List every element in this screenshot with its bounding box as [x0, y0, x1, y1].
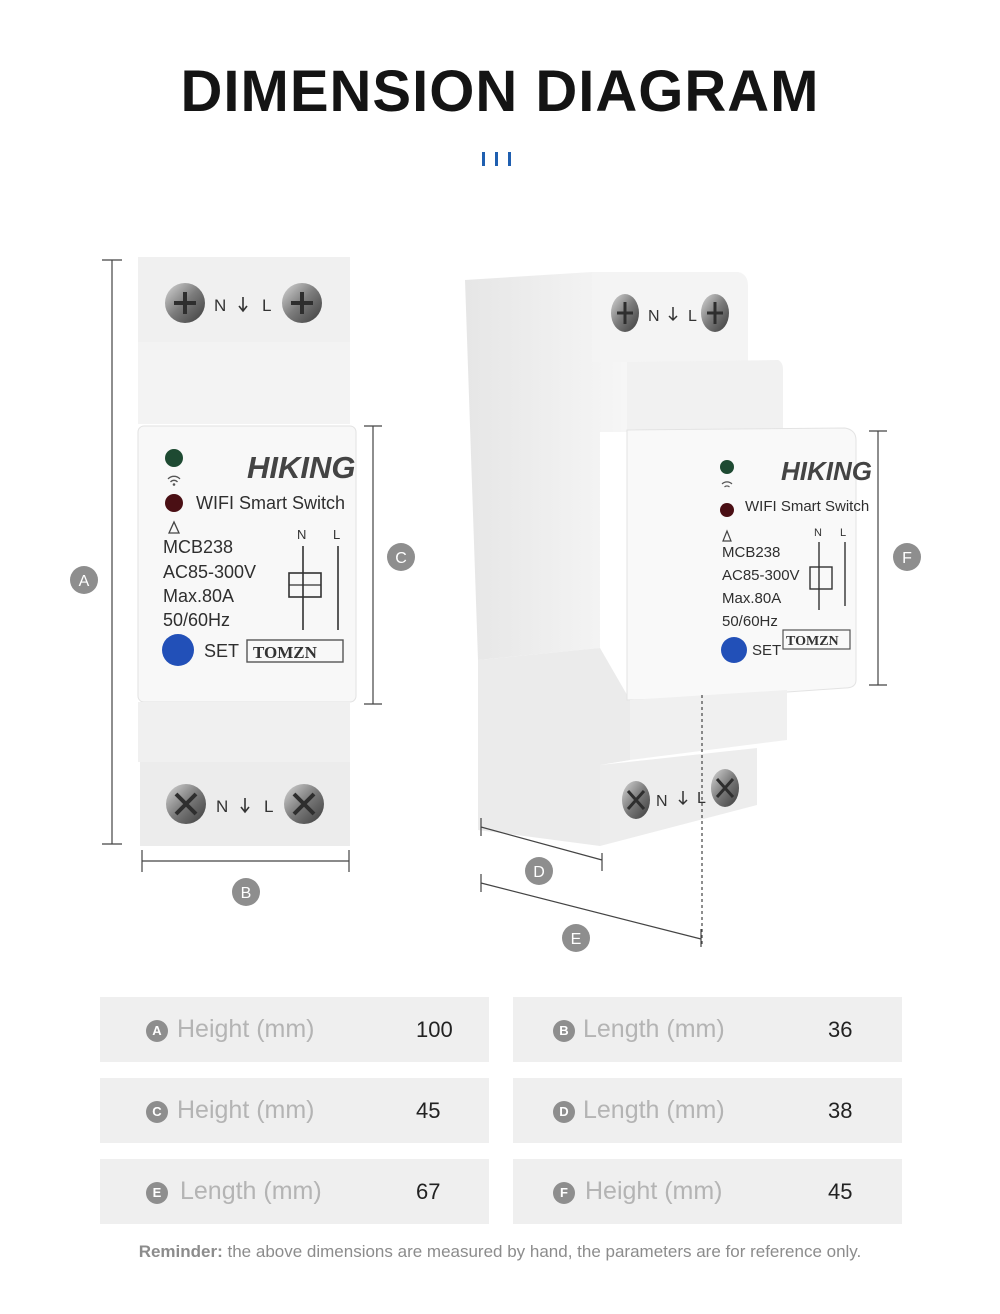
marker-c: C [387, 543, 415, 571]
brand-logo: HIKING [781, 456, 872, 486]
maker-logo: TOMZN [786, 634, 839, 649]
set-button [721, 637, 747, 663]
maker-logo: TOMZN [253, 643, 318, 662]
status-led-green [165, 449, 183, 467]
dimension-key: F [553, 1182, 575, 1204]
marker-b: B [232, 878, 260, 906]
model-label: MCB238 [163, 537, 233, 557]
screw-icon [166, 784, 206, 824]
product-name: WIFI Smart Switch [196, 493, 345, 513]
svg-text:E: E [571, 931, 582, 948]
dimension-value: 100 [416, 1017, 453, 1042]
title-accent [482, 152, 518, 168]
terminal-l-label: L [688, 308, 697, 325]
schematic-l-label: L [333, 527, 340, 542]
terminal-l-label: L [264, 797, 273, 816]
terminal-n-label: N [656, 793, 668, 810]
dimension-value: 36 [828, 1017, 853, 1042]
dimension-line-c [364, 425, 382, 705]
schematic-l-label: L [840, 527, 846, 539]
wifi-icon [167, 475, 181, 483]
screw-icon [711, 769, 739, 807]
dimension-value: 45 [828, 1179, 853, 1204]
terminal-l-label: L [262, 296, 271, 315]
model-label: MCB238 [722, 544, 780, 561]
screw-icon [611, 294, 639, 332]
screw-icon [165, 283, 205, 323]
dimension-label: Height (mm) [177, 1015, 315, 1043]
dimension-label: Height (mm) [585, 1177, 723, 1205]
product-name: WIFI Smart Switch [745, 498, 869, 515]
warning-icon [722, 529, 732, 542]
dimension-row-d: D Length (mm) 38 [513, 1078, 902, 1143]
dimension-line-f [869, 430, 887, 686]
relay-coil-icon [809, 566, 833, 590]
reminder-text: the above dimensions are measured by han… [222, 1242, 862, 1261]
dimension-label: Length (mm) [583, 1096, 725, 1124]
status-led-green [720, 460, 734, 474]
dimension-row-f: F Height (mm) 45 [513, 1159, 902, 1224]
terminal-n-label: N [216, 797, 228, 816]
voltage-label: AC85-300V [163, 562, 256, 582]
dimension-value: 45 [416, 1098, 441, 1123]
schematic-n-label: N [814, 527, 822, 539]
reminder-note: Reminder: the above dimensions are measu… [0, 1242, 1000, 1262]
svg-text:A: A [79, 573, 90, 590]
marker-f: F [893, 543, 921, 571]
front-view-device: N L N L HIKING WIFI Smart Switch MCB238 … [137, 257, 357, 846]
brand-logo: HIKING [247, 450, 356, 485]
frequency-label: 50/60Hz [722, 613, 778, 630]
dimension-row-b: B Length (mm) 36 [513, 997, 902, 1062]
dimension-line-e [480, 874, 702, 947]
dimension-line-a [102, 259, 122, 845]
dimension-line-b [141, 850, 350, 872]
svg-text:D: D [533, 864, 545, 881]
dimension-row-c: C Height (mm) 45 [100, 1078, 489, 1143]
dimension-key: D [553, 1101, 575, 1123]
schematic-n-label: N [297, 527, 306, 542]
current-label: Max.80A [722, 590, 781, 607]
terminal-n-label: N [214, 296, 226, 315]
set-label: SET [204, 641, 239, 661]
reminder-label: Reminder: [138, 1242, 223, 1261]
screw-icon [284, 784, 324, 824]
marker-a: A [70, 566, 98, 594]
svg-text:F: F [902, 550, 912, 567]
status-led-red [165, 494, 183, 512]
warning-icon [167, 520, 181, 534]
dimension-key: E [146, 1182, 168, 1204]
dimension-label: Length (mm) [583, 1015, 725, 1043]
dimension-line-d [480, 818, 603, 871]
dimension-row-a: A Height (mm) 100 [100, 997, 489, 1062]
dimension-key: C [146, 1101, 168, 1123]
screw-icon [701, 294, 729, 332]
dimension-diagram: N L N L HIKING WIFI Smart Switch MCB238 … [70, 257, 921, 952]
terminal-n-label: N [648, 308, 660, 325]
frequency-label: 50/60Hz [163, 610, 230, 630]
voltage-label: AC85-300V [722, 567, 800, 584]
side-view-device: N L N L HIKING WIFI Smart Switch MCB238 … [465, 272, 872, 846]
dimension-key: B [553, 1020, 575, 1042]
status-led-red [720, 503, 734, 517]
svg-text:B: B [241, 885, 252, 902]
dimension-label: Length (mm) [180, 1177, 322, 1205]
page-title: DIMENSION DIAGRAM [180, 59, 820, 124]
dimension-lines [102, 259, 887, 947]
svg-text:C: C [395, 550, 407, 567]
set-button [162, 634, 194, 666]
dimension-markers: A B C D E F [70, 543, 921, 952]
dimension-value: 38 [828, 1098, 853, 1123]
set-label: SET [752, 642, 781, 659]
dimension-row-e: E Length (mm) 67 [100, 1159, 489, 1224]
dimension-key: A [146, 1020, 168, 1042]
marker-d: D [525, 857, 553, 885]
wifi-icon [721, 481, 733, 488]
screw-icon [282, 283, 322, 323]
dimension-value: 67 [416, 1179, 441, 1204]
screw-icon [622, 781, 650, 819]
marker-e: E [562, 924, 590, 952]
current-label: Max.80A [163, 586, 234, 606]
dimension-label: Height (mm) [177, 1096, 315, 1124]
